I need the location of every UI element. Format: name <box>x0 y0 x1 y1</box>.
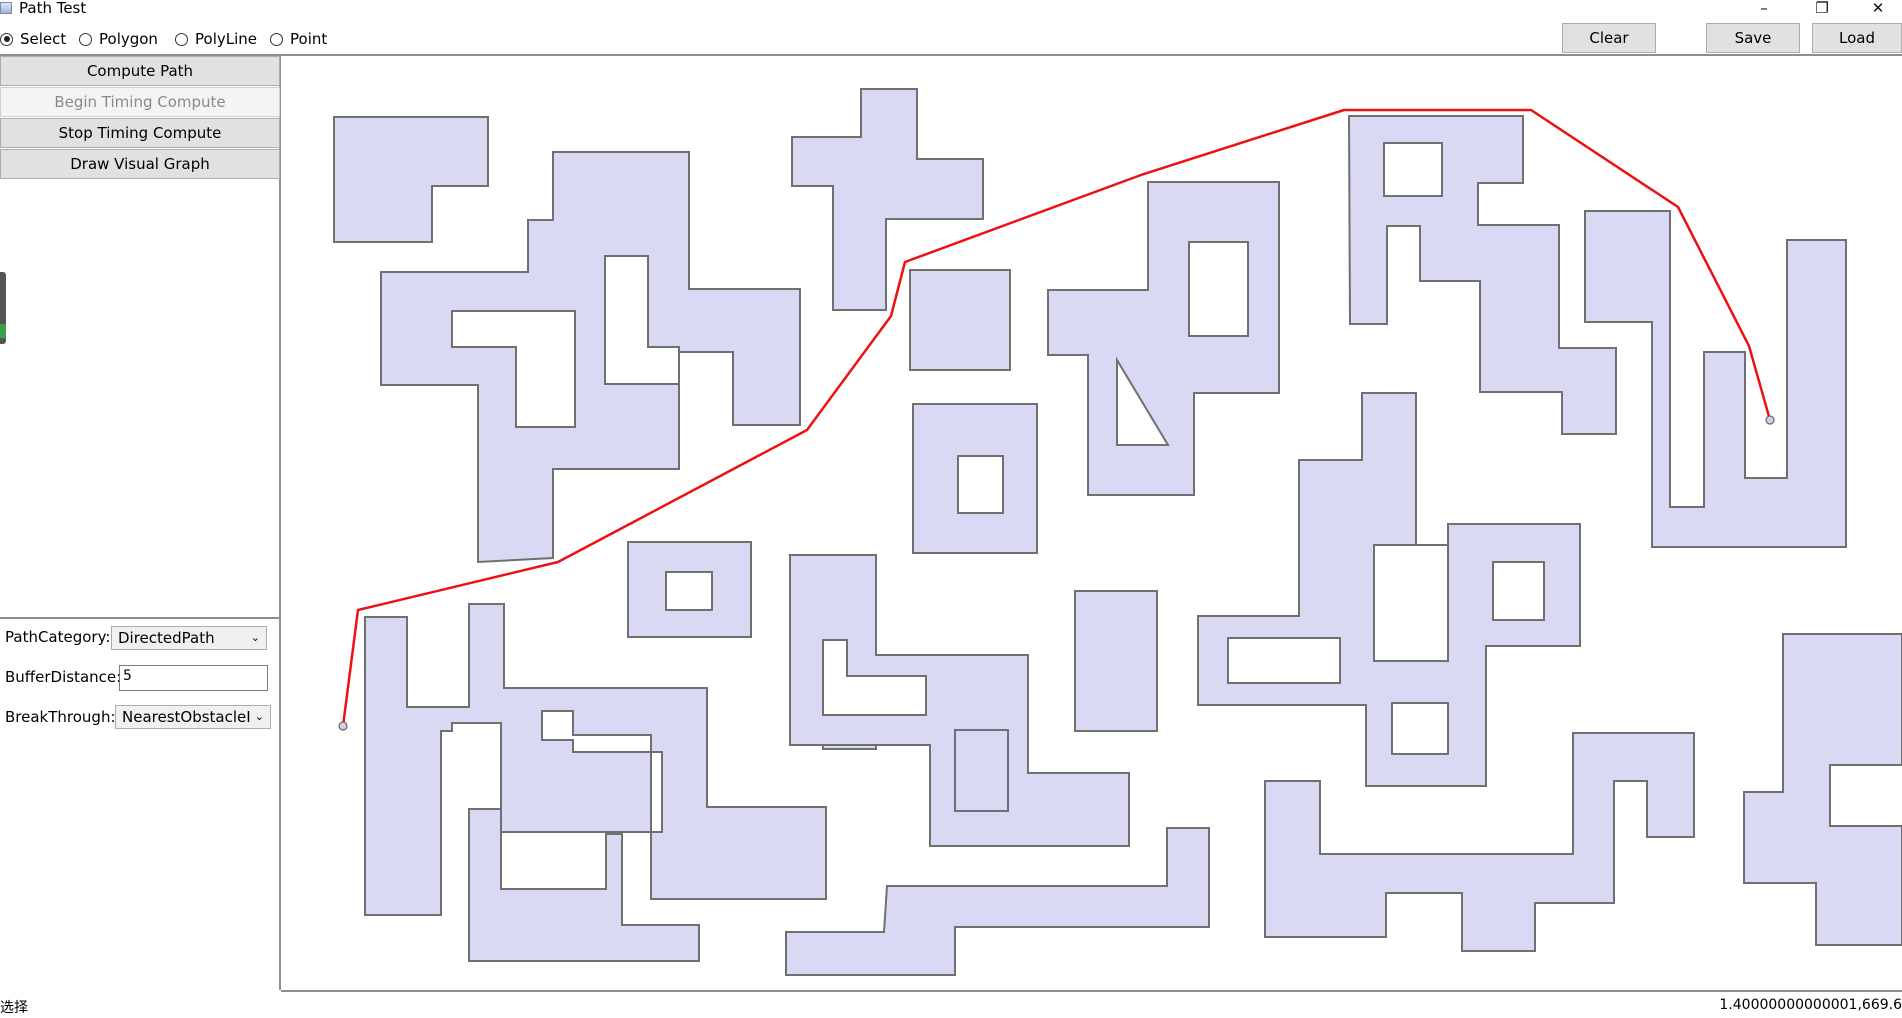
obstacle-polygon[interactable] <box>627 541 752 638</box>
obstacle-polygon[interactable] <box>912 403 1038 554</box>
panel-divider <box>0 617 280 619</box>
chevron-down-icon: ⌄ <box>250 631 260 644</box>
mode-radio-point[interactable]: Point <box>270 30 327 48</box>
obstacle-polygon[interactable] <box>909 269 1011 371</box>
window-title: Path Test <box>19 0 87 17</box>
buffer-distance-label: BufferDistance: <box>5 668 122 686</box>
mode-label: Point <box>290 30 328 48</box>
save-button[interactable]: Save <box>1706 23 1800 53</box>
break-through-label: BreakThrough: <box>5 708 116 726</box>
obstacle-polygon[interactable] <box>1197 392 1581 787</box>
obstacle-polygon[interactable] <box>1584 210 1847 548</box>
radio-unselected-icon[interactable] <box>175 32 188 46</box>
mode-label: PolyLine <box>195 30 257 48</box>
drawing-canvas[interactable]: .ob { fill:#d9d9f3; stroke:#707070; stro… <box>283 56 1902 990</box>
obstacle-polygon[interactable] <box>1047 181 1280 496</box>
path-end-point[interactable] <box>1765 415 1775 425</box>
obstacle-polygon[interactable] <box>380 151 801 564</box>
status-coordinates: 1.40000000000001,669.6 <box>1719 997 1902 1013</box>
obstacle-polygon[interactable] <box>364 603 827 916</box>
status-mode-text: 选择 <box>0 1000 28 1016</box>
obstacle-polygon[interactable] <box>789 554 1130 847</box>
compute-path-button[interactable]: Compute Path <box>0 56 280 86</box>
path-category-label: PathCategory: <box>5 628 111 646</box>
mode-radio-polyline[interactable]: PolyLine <box>175 30 257 48</box>
obstacle-polygon[interactable] <box>1264 732 1695 952</box>
obstacle-polygon[interactable] <box>1074 590 1158 732</box>
path-category-dropdown[interactable]: DirectedPath ⌄ <box>111 626 267 650</box>
title-bar: Path Test – ❐ ✕ <box>0 0 1902 18</box>
radio-unselected-icon[interactable] <box>79 32 92 46</box>
obstacle-polygon[interactable] <box>333 116 489 243</box>
clear-button[interactable]: Clear <box>1562 23 1656 53</box>
break-through-value: NearestObstacleI <box>122 708 251 726</box>
maximize-button[interactable]: ❐ <box>1815 0 1829 17</box>
obstacle-polygon[interactable] <box>468 808 700 962</box>
mode-label: Polygon <box>99 30 158 48</box>
status-bar: 选择 1.40000000000001,669.6 <box>0 994 1902 1018</box>
obstacle-polygon[interactable] <box>785 827 1210 976</box>
path-start-point[interactable] <box>338 721 348 731</box>
chevron-down-icon: ⌄ <box>254 710 264 723</box>
mode-radio-select[interactable]: Select <box>0 30 66 48</box>
canvas-bottom-border <box>281 990 1902 992</box>
load-button[interactable]: Load <box>1812 23 1902 53</box>
mode-label: Select <box>20 30 67 48</box>
draw-visual-graph-button[interactable]: Draw Visual Graph <box>0 149 280 179</box>
left-panel: Compute Path Begin Timing Compute Stop T… <box>0 56 281 990</box>
computed-path[interactable] <box>341 108 1772 727</box>
obstacle-polygon[interactable] <box>1347 115 1617 435</box>
canvas-svg[interactable]: .ob { fill:#d9d9f3; stroke:#707070; stro… <box>283 56 1902 990</box>
radio-unselected-icon[interactable] <box>270 32 283 46</box>
toolbar-divider <box>0 54 1902 56</box>
buffer-distance-input[interactable]: 5 <box>119 665 268 691</box>
app-icon <box>0 2 12 14</box>
obstacle-polygon[interactable] <box>791 88 984 311</box>
close-button[interactable]: ✕ <box>1871 0 1885 17</box>
begin-timing-compute-button[interactable]: Begin Timing Compute <box>0 87 280 117</box>
break-through-dropdown[interactable]: NearestObstacleI ⌄ <box>115 705 271 729</box>
side-scroll-thumb[interactable] <box>0 272 6 344</box>
stop-timing-compute-button[interactable]: Stop Timing Compute <box>0 118 280 148</box>
obstacle-polygon[interactable] <box>1743 633 1902 946</box>
minimize-button[interactable]: – <box>1760 0 1768 17</box>
path-category-value: DirectedPath <box>118 629 215 647</box>
radio-selected-icon[interactable] <box>0 32 13 46</box>
mode-radio-polygon[interactable]: Polygon <box>79 30 158 48</box>
